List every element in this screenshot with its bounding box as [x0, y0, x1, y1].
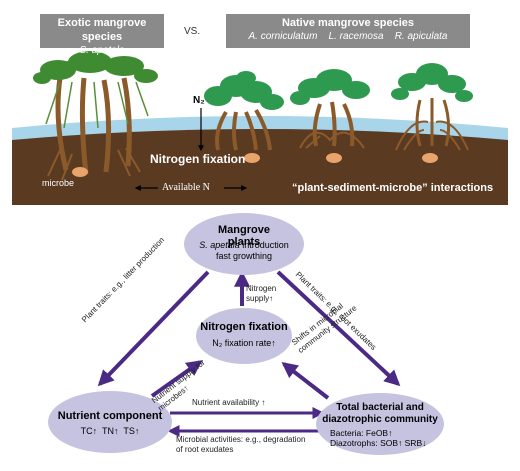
plants-species: S. apetala — [199, 240, 240, 250]
native-species-header: Native mangrove species A. corniculatum … — [226, 14, 470, 48]
nutrient-values: TC↑ TN↑ TS↑ — [80, 426, 140, 436]
available-n-label: Available N — [162, 182, 210, 193]
vs-label: VS. — [184, 26, 201, 37]
arrow-plants-to-nutrient — [97, 270, 210, 387]
native-tree-icon — [391, 63, 473, 151]
arrow-plants-to-community — [276, 270, 401, 387]
supply-label: Nitrogen — [246, 284, 277, 293]
native-species-title: Native mangrove species — [281, 17, 415, 29]
community-title: Total bacterial and — [336, 402, 424, 413]
n2-label: N₂ — [193, 95, 205, 106]
community-diazotrophs: Diazotrophs: SOB↑ SRB↓ — [330, 438, 427, 448]
community-title: diazotrophic community — [322, 414, 438, 425]
microbe-icon — [72, 153, 438, 177]
node-mangrove-plants — [184, 213, 304, 275]
activities-label: Microbial activities: e.g., degradation — [176, 435, 306, 444]
exotic-species-title: Exotic mangrove species — [57, 17, 147, 43]
plants-introduction: introduction — [239, 240, 289, 250]
native-species-name: R. apiculata — [394, 31, 448, 42]
node-nutrient-component — [48, 391, 172, 453]
arrow-community-to-fixation — [281, 362, 330, 400]
exotic-tree-icon — [33, 51, 158, 181]
fixation-title: Nitrogen fixation — [200, 321, 288, 333]
plants-title: Mangrove plants — [218, 224, 270, 248]
plants-growth: fast growthing — [215, 251, 273, 261]
availability-label: Nutrient availability ↑ — [192, 398, 266, 407]
native-tree-icon — [204, 71, 284, 151]
nutrient-title: Nutrient component — [57, 410, 163, 422]
native-species-name: A. corniculatum — [248, 31, 318, 42]
native-species-name: L. racemosa — [328, 31, 384, 42]
exotic-species-header: Exotic mangrove species S. apetala — [40, 14, 164, 56]
exotic-species-name: S. apetala — [79, 45, 125, 56]
supply-label: supply↑ — [246, 294, 274, 303]
community-bacteria: Bacteria: FeOB↑ — [330, 428, 393, 438]
activities-label: of root exudates — [176, 445, 234, 454]
node-nitrogen-fixation — [196, 308, 292, 364]
nitrogen-fixation-scene-label: Nitrogen fixation — [150, 152, 246, 166]
microbe-label: microbe — [42, 178, 75, 188]
node-microbial-community — [316, 393, 444, 455]
arrow-nutrient-to-fixation — [150, 360, 203, 398]
fixation-rate: N₂ fixation rate↑ — [212, 338, 276, 348]
native-tree-icon — [290, 69, 370, 149]
interactions-label: “plant-sediment-microbe” interactions — [292, 182, 494, 194]
